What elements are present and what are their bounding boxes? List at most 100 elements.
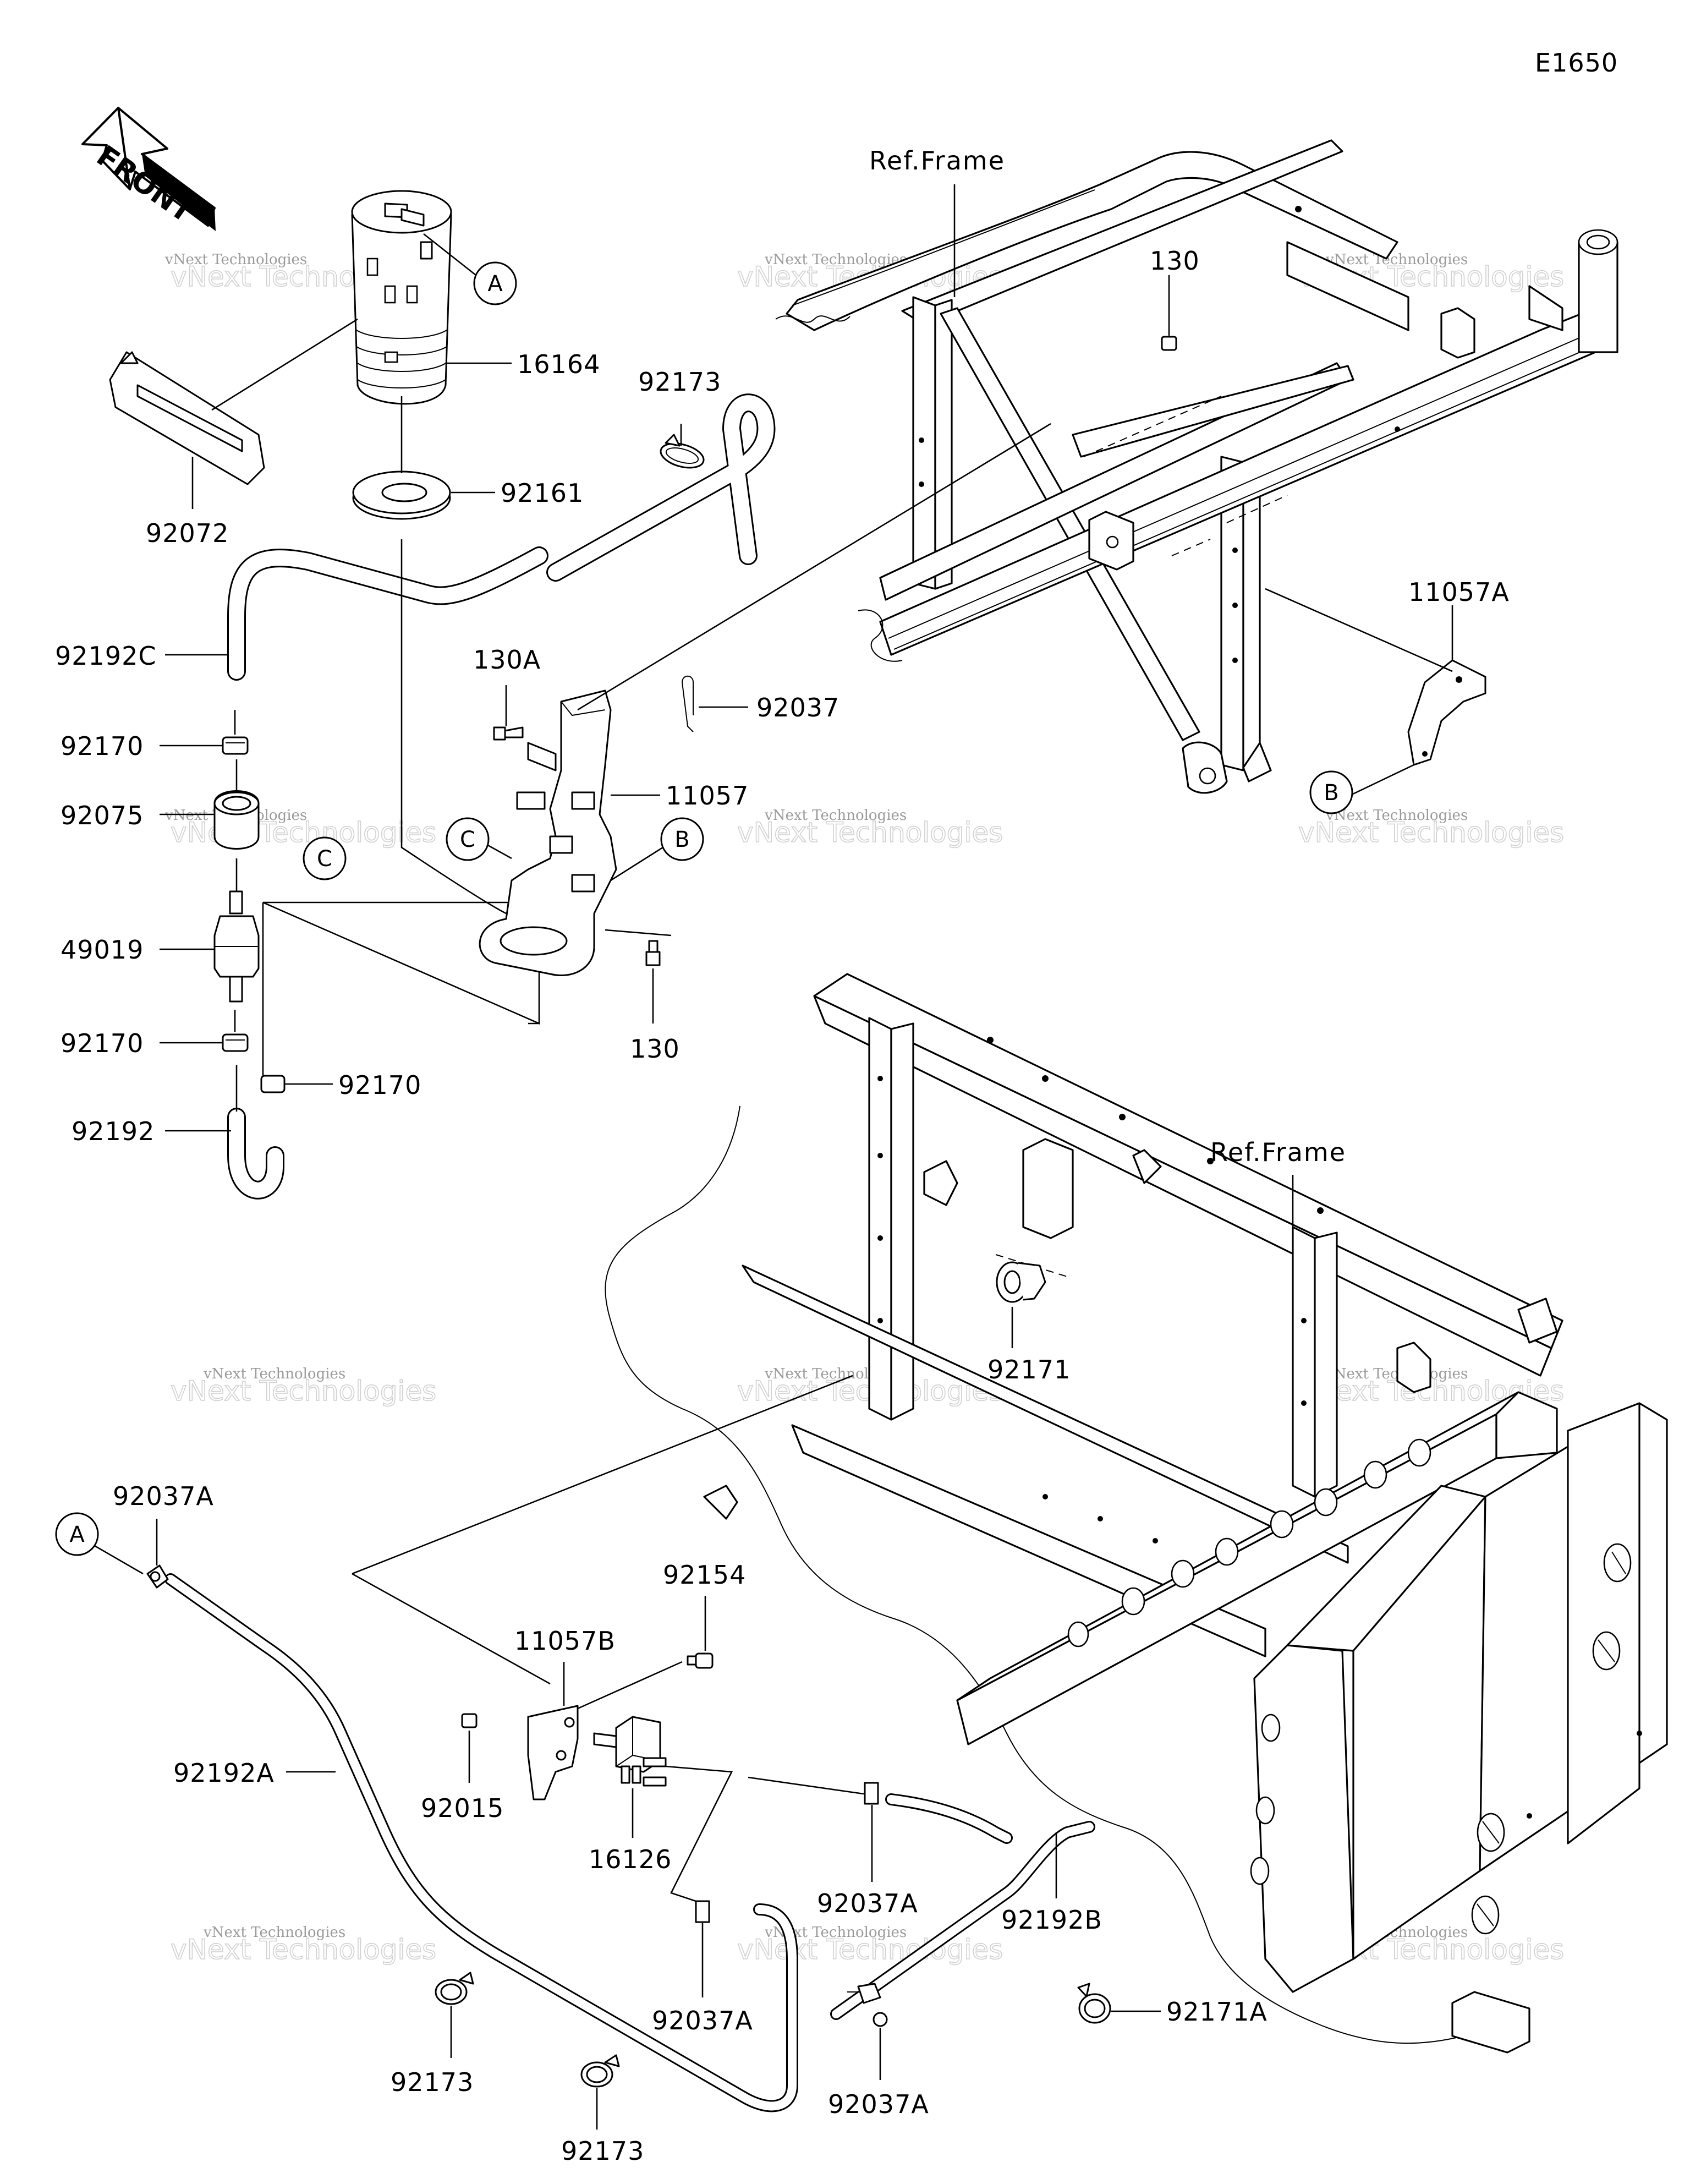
label-49019: 49019 — [61, 935, 144, 965]
ref-frame-label-bottom: Ref.Frame — [1210, 1137, 1346, 1167]
svg-text:C: C — [317, 846, 332, 872]
callout-c-left: C — [303, 836, 347, 880]
bracket-11057 — [479, 689, 617, 977]
clip-92037 — [682, 675, 694, 732]
fuel-filter-49019 — [213, 890, 260, 1003]
label-92173-lower-right: 92173 — [561, 2136, 644, 2166]
clamp-92037a-b — [864, 1782, 879, 1805]
clip-92173-lower-left — [435, 1972, 474, 2005]
part-labels: 16164 92161 92072 92173 92192C 130 11057… — [55, 246, 1510, 2166]
label-92170-top: 92170 — [61, 731, 144, 761]
svg-text:A: A — [487, 271, 503, 297]
bolt-130a — [493, 726, 524, 741]
canister-16164 — [351, 190, 452, 405]
label-92170-right: 92170 — [338, 1070, 421, 1100]
clamp-92171 — [996, 1261, 1046, 1303]
svg-text:vNext Technologies: vNext Technologies — [171, 1934, 436, 1966]
label-92037a-low: 92037A — [652, 2006, 753, 2035]
bolt-130 — [645, 940, 661, 966]
label-130a: 130A — [473, 645, 541, 675]
clamp-92075 — [213, 790, 260, 850]
bracket-11057a — [1407, 659, 1486, 766]
bolt-130-top — [1161, 336, 1177, 351]
label-92171: 92171 — [987, 1355, 1071, 1384]
svg-text:C: C — [460, 827, 475, 852]
clip-92173-top — [660, 434, 705, 469]
hose-92192 — [227, 1108, 284, 1200]
svg-text:B: B — [674, 827, 689, 852]
callout-c-bracket: C — [446, 817, 490, 861]
ref-frame-label-top: Ref.Frame — [869, 146, 1005, 176]
clamp-92170-top — [222, 736, 249, 755]
svg-text:vNext Technologies: vNext Technologies — [164, 251, 307, 268]
svg-text:vNext Technologies: vNext Technologies — [764, 251, 907, 268]
label-92037a-left: 92037A — [113, 1481, 214, 1511]
label-92072: 92072 — [146, 518, 229, 548]
svg-text:vNext Technologies: vNext Technologies — [764, 807, 907, 824]
label-16126: 16126 — [589, 1844, 672, 1874]
svg-text:vNext Technologies: vNext Technologies — [171, 1375, 436, 1407]
label-11057b: 11057B — [514, 1626, 616, 1656]
hose-92192b — [830, 1793, 1095, 2020]
clamp-92171a — [1077, 1983, 1111, 2024]
label-92037a-mid: 92037A — [817, 1889, 918, 1918]
valve-16126 — [593, 1716, 667, 1787]
svg-text:vNext Technologies: vNext Technologies — [737, 1934, 1003, 1966]
strap-92072 — [109, 351, 265, 485]
label-92192c: 92192C — [55, 641, 156, 671]
svg-text:vNext Technologies: vNext Technologies — [203, 1366, 345, 1382]
front-arrow-icon: FRONT — [81, 107, 216, 231]
bracket-11057b — [527, 1705, 579, 1800]
label-130: 130 — [630, 1034, 680, 1064]
hose-92192a — [164, 1573, 798, 2112]
hose-92192c — [227, 393, 776, 681]
svg-text:B: B — [1324, 780, 1338, 806]
bolt-92154 — [687, 1652, 714, 1669]
label-92037a-right: 92037A — [828, 2089, 929, 2119]
callout-b-bracket: B — [660, 817, 704, 861]
label-92173-lower-left: 92173 — [391, 2067, 474, 2097]
svg-text:vNext Technologies: vNext Technologies — [203, 1924, 345, 1941]
label-11057a: 11057A — [1408, 577, 1510, 607]
label-92170-mid: 92170 — [61, 1028, 144, 1058]
upper-frame — [775, 139, 1618, 794]
clamp-92037a-c — [695, 1900, 710, 1923]
label-92173-top: 92173 — [638, 367, 721, 397]
nut-92015 — [461, 1713, 478, 1728]
label-92037: 92037 — [756, 693, 839, 722]
callout-a-lower: A — [55, 1512, 99, 1556]
grommet-92161 — [352, 470, 451, 520]
label-92192b: 92192B — [1001, 1905, 1102, 1935]
svg-text:vNext Technologies: vNext Technologies — [171, 817, 436, 849]
clamp-92170-right — [260, 1075, 286, 1093]
lower-frame — [605, 973, 1668, 2054]
label-16164: 16164 — [517, 349, 600, 379]
label-92192: 92192 — [72, 1116, 155, 1146]
label-130-top: 130 — [1150, 246, 1200, 276]
clamp-92170-mid — [222, 1033, 249, 1052]
label-92015: 92015 — [421, 1793, 504, 1823]
svg-text:A: A — [69, 1522, 85, 1547]
label-92161: 92161 — [501, 478, 584, 508]
label-92171a: 92171A — [1166, 1997, 1268, 2027]
svg-text:vNext Technologies: vNext Technologies — [1325, 251, 1468, 268]
clip-92173-lower-right — [580, 2054, 620, 2088]
svg-text:vNext Technologies: vNext Technologies — [737, 817, 1003, 849]
diagram-code: E1650 — [1535, 48, 1618, 78]
label-92192a: 92192A — [173, 1758, 275, 1788]
callout-a-top: A — [473, 261, 517, 305]
label-92154: 92154 — [663, 1560, 746, 1590]
label-11057: 11057 — [666, 781, 749, 811]
clamp-92037a-a — [146, 1564, 169, 1589]
svg-text:vNext Technologies: vNext Technologies — [1325, 807, 1468, 824]
svg-text:vNext Technologies: vNext Technologies — [1298, 817, 1564, 849]
clamp-92037a-d — [857, 1983, 888, 2027]
label-92075: 92075 — [61, 801, 144, 830]
callout-b-frame: B — [1309, 770, 1353, 814]
